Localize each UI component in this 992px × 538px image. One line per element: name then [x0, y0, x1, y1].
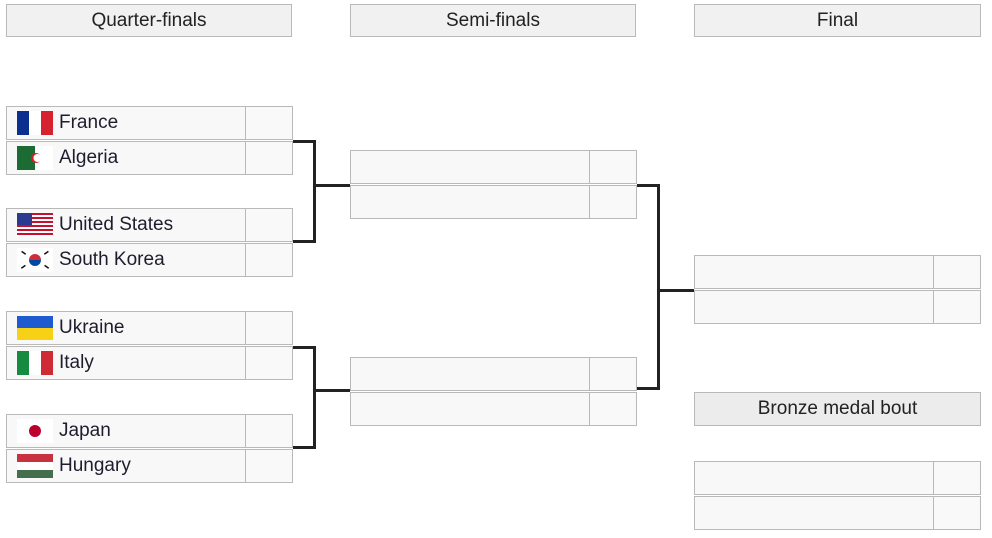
qf2-team2-score: [245, 243, 293, 277]
sf2-team2-slot: [350, 392, 590, 426]
qf3-team1-slot: Ukraine: [6, 311, 246, 345]
qf3-team2-score: [245, 346, 293, 380]
final-team2-score: [933, 290, 981, 324]
sf1-team1-score: [589, 150, 637, 184]
team-name: Algeria: [59, 147, 119, 168]
qf3-team1-score: [245, 311, 293, 345]
team-name: France: [59, 112, 119, 133]
final-header: Final: [694, 4, 981, 37]
team-name: Ukraine: [59, 317, 125, 338]
sf1-team2-score: [589, 185, 637, 219]
qf4-team1-score: [245, 414, 293, 448]
qf1-team1-score: [245, 106, 293, 140]
bronze-medal-header: Bronze medal bout: [694, 392, 981, 426]
final-team2-slot: [694, 290, 934, 324]
qf3-team2-slot: Italy: [6, 346, 246, 380]
flag-ukraine-icon: [17, 316, 53, 340]
final-team1-score: [933, 255, 981, 289]
bronze-team1-score: [933, 461, 981, 495]
sf1-team2-slot: [350, 185, 590, 219]
qf4-team2-score: [245, 449, 293, 483]
bronze-team1-slot: [694, 461, 934, 495]
bronze-team2-score: [933, 496, 981, 530]
connector-sf1: [637, 184, 659, 187]
flag-france-icon: [17, 111, 53, 135]
team-name: United States: [59, 214, 174, 235]
sf2-team1-score: [589, 357, 637, 391]
sf2-team1-slot: [350, 357, 590, 391]
connector-sf2: [637, 387, 659, 390]
qf4-team1-slot: Japan: [6, 414, 246, 448]
connector-to-sf1: [313, 184, 350, 187]
qf2-team1-slot: United States: [6, 208, 246, 242]
final-team1-slot: [694, 255, 934, 289]
connector-to-sf2: [313, 389, 350, 392]
team-name: Hungary: [59, 455, 131, 476]
qf4-team2-slot: Hungary: [6, 449, 246, 483]
team-name: Italy: [59, 352, 94, 373]
sf1-team1-slot: [350, 150, 590, 184]
team-name: South Korea: [59, 249, 165, 270]
connector-qf3: [293, 346, 315, 349]
flag-united-states-icon: [17, 213, 53, 237]
qf1-team1-slot: France: [6, 106, 246, 140]
flag-hungary-icon: [17, 454, 53, 478]
quarterfinals-header: Quarter-finals: [6, 4, 292, 37]
qf1-team2-slot: Algeria: [6, 141, 246, 175]
qf2-team1-score: [245, 208, 293, 242]
connector-qf4: [293, 446, 315, 449]
connector-qf1: [293, 140, 315, 143]
connector-sf-vertical: [657, 184, 660, 390]
connector-qf12-vertical: [313, 140, 316, 243]
flag-south-korea-icon: [17, 248, 53, 272]
qf1-team2-score: [245, 141, 293, 175]
connector-to-final: [657, 289, 694, 292]
flag-japan-icon: [17, 419, 53, 443]
team-name: Japan: [59, 420, 111, 441]
semifinals-header: Semi-finals: [350, 4, 636, 37]
bronze-team2-slot: [694, 496, 934, 530]
flag-italy-icon: [17, 351, 53, 375]
connector-qf2: [293, 240, 315, 243]
flag-algeria-icon: [17, 146, 53, 170]
connector-qf34-vertical: [313, 346, 316, 449]
sf2-team2-score: [589, 392, 637, 426]
qf2-team2-slot: South Korea: [6, 243, 246, 277]
